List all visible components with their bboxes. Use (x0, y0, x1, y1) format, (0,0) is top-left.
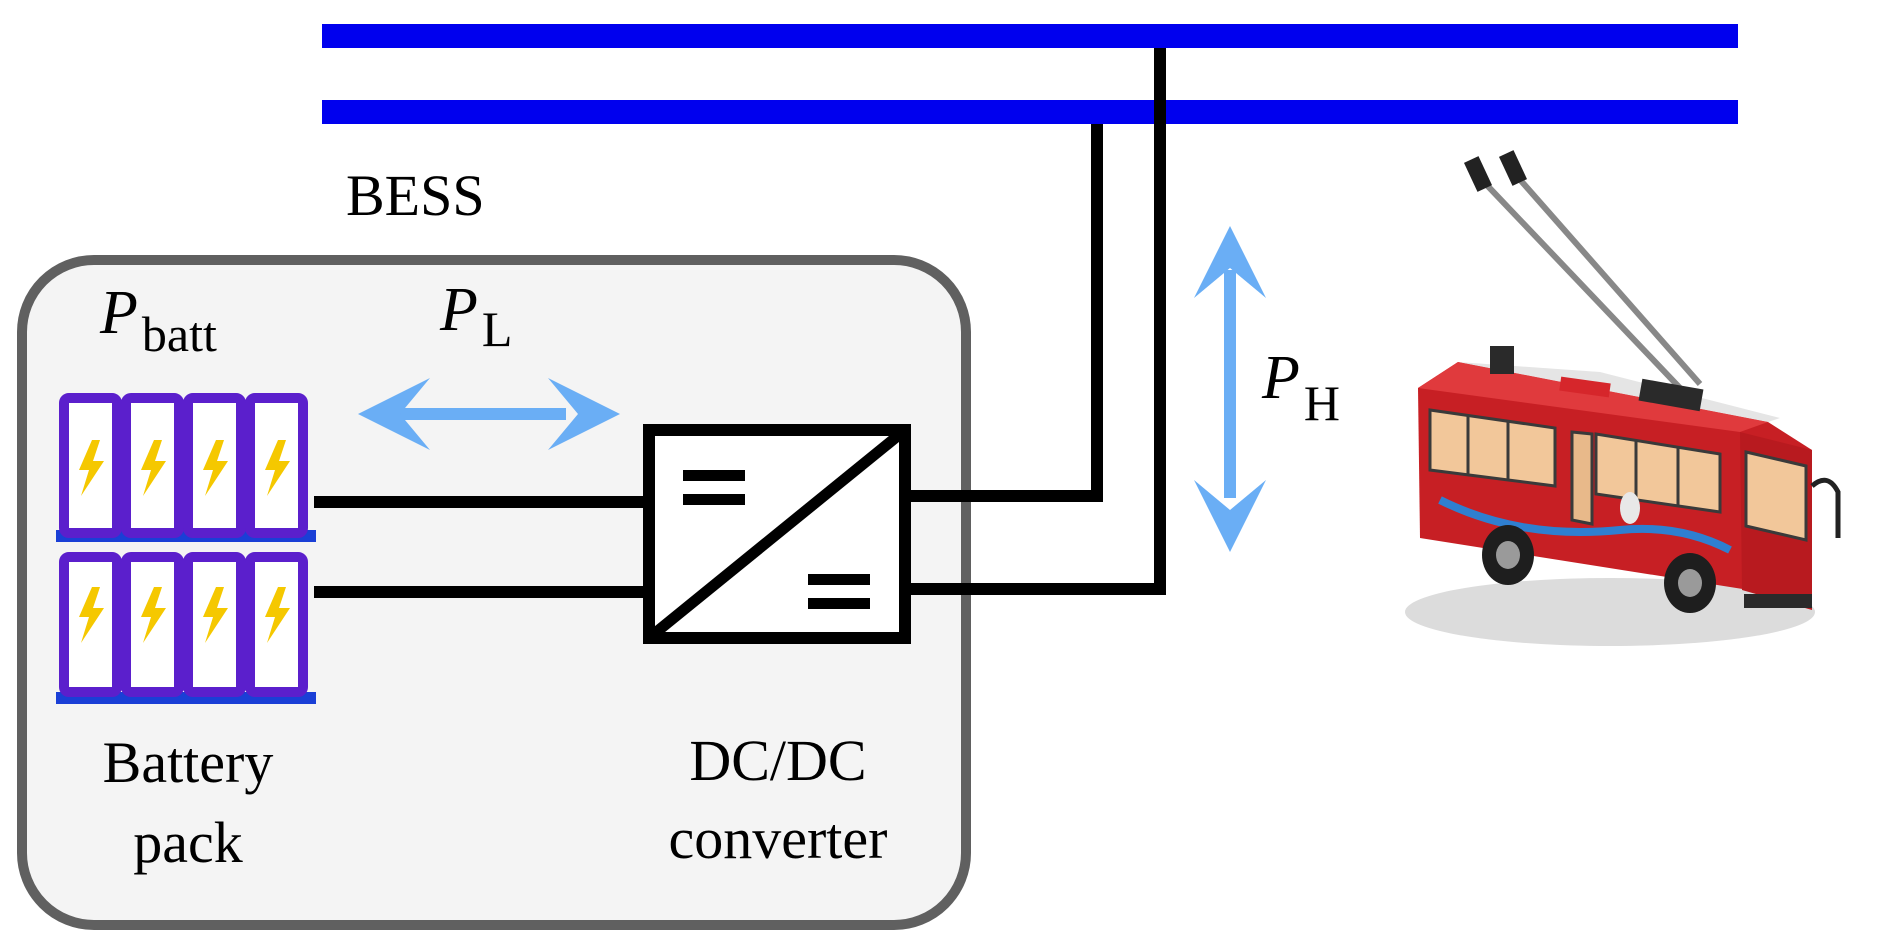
trolleybus-icon (1405, 150, 1841, 646)
lightning-bolt-icon (203, 440, 228, 496)
catenary-line-bottom (322, 100, 1738, 124)
battery-cell (121, 552, 184, 697)
battery-cell (245, 393, 308, 538)
lightning-bolt-icon (79, 587, 104, 643)
p-h-label: PH (1261, 344, 1340, 431)
p-l-arrow (358, 378, 620, 450)
p-l-label: PL (439, 276, 512, 357)
converter-caption-line1: DC/DC (689, 728, 866, 793)
lightning-bolt-icon (79, 440, 104, 496)
converter-caption-line2: converter (669, 806, 888, 871)
lightning-bolt-icon (265, 587, 290, 643)
battery-cell (245, 552, 308, 697)
battery-cell (59, 552, 122, 697)
lightning-bolt-icon (141, 440, 166, 496)
battery-cell (59, 393, 122, 538)
bess-label: BESS (346, 163, 485, 228)
p-batt-label: Pbatt (99, 279, 217, 362)
battery-pack-caption-line1: Battery (103, 730, 274, 795)
dc-symbol-bottom-1 (808, 574, 870, 585)
battery-cell (121, 393, 184, 538)
lightning-bolt-icon (141, 587, 166, 643)
dc-symbol-top-2 (683, 494, 745, 505)
battery-pack (56, 393, 316, 704)
lightning-bolt-icon (265, 440, 290, 496)
converter-wire-bottom (907, 48, 1166, 595)
p-h-arrow (1194, 226, 1266, 552)
battery-cell (183, 393, 246, 538)
dc-symbol-top-1 (683, 470, 745, 481)
dc-symbol-bottom-2 (808, 598, 870, 609)
battery-pack-caption-line2: pack (133, 810, 243, 875)
converter-wire-top (907, 124, 1103, 502)
battery-cell (183, 552, 246, 697)
catenary-line-top (322, 24, 1738, 48)
dcdc-converter (643, 424, 911, 644)
lightning-bolt-icon (203, 587, 228, 643)
